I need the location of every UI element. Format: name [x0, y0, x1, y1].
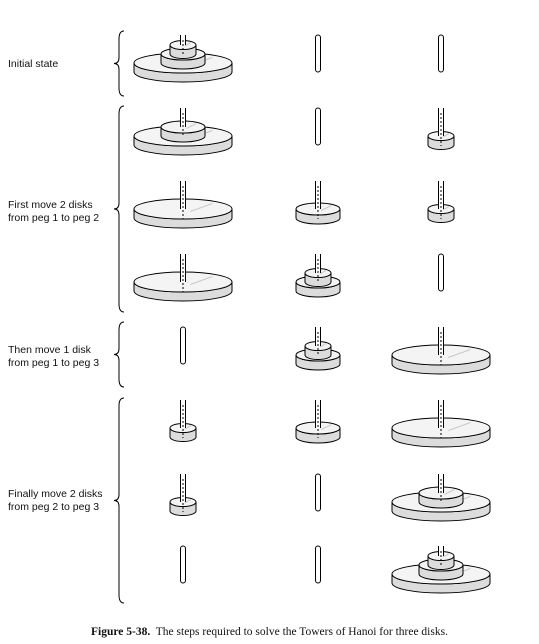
disk-highlight — [321, 424, 332, 430]
figure-caption: Figure 5-38. The steps required to solve… — [0, 626, 539, 638]
disk-highlight — [190, 203, 213, 212]
peg-3 — [391, 327, 491, 375]
peg — [438, 34, 444, 73]
peg-2 — [315, 545, 321, 584]
label-finally-move: Finally move 2 disks from peg 2 to peg 3 — [8, 488, 103, 513]
disk-highlight — [184, 42, 192, 47]
disk-highlight — [448, 349, 471, 358]
peg-1 — [133, 108, 233, 156]
peg-2 — [315, 34, 321, 73]
disk-highlight — [319, 270, 327, 275]
state-row — [180, 326, 491, 375]
peg-1 — [169, 474, 197, 516]
state-row — [133, 107, 455, 156]
group-brace — [113, 321, 125, 388]
state-row — [169, 400, 491, 448]
peg — [315, 473, 321, 512]
state-row — [180, 545, 491, 594]
peg-3 — [391, 400, 491, 448]
peg-3 — [438, 34, 444, 73]
peg-2 — [295, 254, 341, 298]
peg — [315, 107, 321, 146]
state-row — [133, 181, 455, 229]
group-brace — [113, 105, 125, 313]
peg — [438, 253, 444, 292]
disk-highlight — [442, 553, 450, 558]
peg — [315, 545, 321, 584]
disk-highlight — [319, 343, 327, 348]
peg-2 — [295, 327, 341, 371]
state-row — [169, 473, 491, 522]
caption-figure-number: Figure 5-38. — [91, 626, 151, 638]
state-row — [133, 253, 444, 302]
label-then-move: Then move 1 disk from peg 1 to peg 3 — [8, 344, 100, 369]
group-brace — [113, 397, 125, 604]
peg-1 — [133, 35, 233, 83]
peg-1 — [180, 545, 186, 584]
peg-3 — [427, 181, 455, 223]
peg-3 — [427, 108, 455, 150]
state-rows — [133, 34, 491, 594]
caption-text: The steps required to solve the Towers o… — [155, 626, 448, 638]
disk-highlight — [184, 425, 192, 430]
disk-highlight — [448, 422, 471, 431]
disk-highlight — [442, 206, 450, 211]
disk-highlight — [442, 133, 450, 138]
disk-highlight — [321, 205, 332, 211]
peg-3 — [391, 474, 491, 522]
peg-1 — [133, 254, 233, 302]
label-initial-state: Initial state — [8, 58, 59, 70]
peg-1 — [180, 326, 186, 365]
disk-highlight — [184, 499, 192, 504]
peg-3 — [391, 546, 491, 594]
disk-highlight — [186, 123, 197, 129]
disk-highlight — [190, 276, 213, 285]
group-braces — [113, 30, 125, 604]
peg — [315, 34, 321, 73]
peg-2 — [295, 400, 341, 444]
peg-1 — [133, 181, 233, 229]
group-brace — [113, 30, 125, 97]
peg-2 — [315, 473, 321, 512]
label-first-move: First move 2 disks from peg 1 to peg 2 — [8, 199, 100, 224]
peg-1 — [169, 400, 197, 442]
disk-highlight — [444, 489, 455, 495]
peg-3 — [438, 253, 444, 292]
peg — [180, 326, 186, 365]
peg-2 — [295, 181, 341, 225]
peg-2 — [315, 107, 321, 146]
state-row — [133, 34, 444, 83]
peg — [180, 545, 186, 584]
